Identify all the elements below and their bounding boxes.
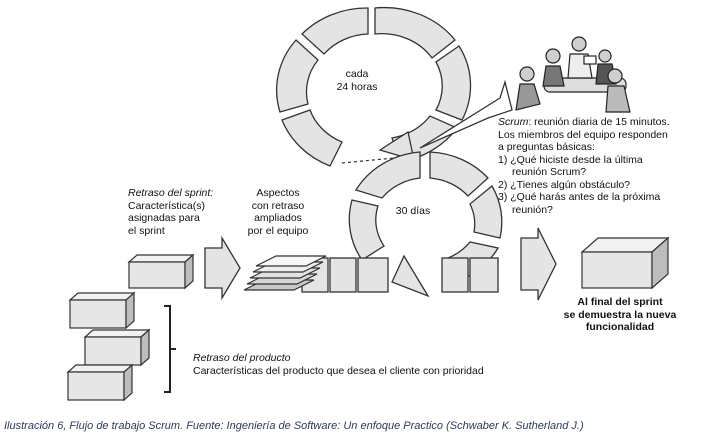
expanded-line4: por el equipo <box>247 224 309 237</box>
figure-caption: Ilustración 6, Flujo de trabajo Scrum. F… <box>4 420 584 432</box>
arrow-to-expanded <box>204 235 241 301</box>
meeting-callout <box>419 79 513 149</box>
daily-cycle-label: cada 24 horas <box>332 68 382 93</box>
product-backlog-desc: Características del producto que desea e… <box>193 364 484 377</box>
daily-cycle-arrow <box>378 130 415 161</box>
product-backlog-bracket <box>164 305 176 393</box>
expanded-line3: ampliados <box>254 212 302 224</box>
scrum-note-title-rest: : reunión diaria de 15 minutos. <box>528 116 670 128</box>
sprint-backlog-text: Retraso del sprint: Característica(s) as… <box>128 187 213 237</box>
scrum-note-q1-cont: reunión Scrum? <box>512 166 587 178</box>
result-line3: funcionalidad <box>585 321 655 333</box>
product-backlog-title: Retraso del producto <box>193 352 291 364</box>
scrum-note-q1: 1) ¿Qué hiciste desde la última <box>498 153 643 166</box>
result-line1: Al final del sprint <box>577 296 663 308</box>
scrum-note-line2: Los miembros del equipo responden <box>498 128 668 141</box>
sprint-backlog-line3: el sprint <box>128 224 165 237</box>
scrum-note-q2: 2) ¿Tienes algún obstáculo? <box>498 178 631 191</box>
expanded-line2: con retraso <box>251 199 305 212</box>
sprint-backlog-line1: Característica(s) <box>128 199 206 212</box>
result-line2: se demuestra la nueva <box>563 308 677 321</box>
result-box <box>580 236 670 290</box>
product-backlog-stack <box>66 291 151 402</box>
result-text: Al final del sprint se demuestra la nuev… <box>540 296 700 334</box>
daily-cycle-line1: cada <box>345 68 369 80</box>
expanded-items-stack <box>243 255 327 291</box>
expanded-line1: Aspectos <box>256 187 300 199</box>
product-backlog-text: Retraso del producto Características del… <box>193 352 484 377</box>
sprint-cycle-label: 30 días <box>395 205 431 217</box>
sprint-backlog-title: Retraso del sprint: <box>128 187 214 199</box>
scrum-note-line3: a preguntas básicas: <box>498 141 595 153</box>
scrum-note-q3: 3) ¿Qué harás antes de la próxima <box>498 191 661 203</box>
scrum-note-q3-cont: reunión? <box>512 203 553 216</box>
sprint-backlog-line2: asignadas para <box>128 212 200 224</box>
meeting-people-illustration <box>515 36 631 113</box>
sprint-cycle-arrow <box>391 254 430 298</box>
daily-cycle-line2: 24 horas <box>336 80 378 93</box>
sprint-backlog-box <box>127 253 195 290</box>
scrum-meeting-note: Scrum: reunión diaria de 15 minutos. Los… <box>498 116 670 216</box>
expanded-items-text: Aspectos con retraso ampliados por el eq… <box>238 187 318 237</box>
arrow-to-result <box>520 227 557 301</box>
scrum-note-title: Scrum <box>498 116 529 128</box>
